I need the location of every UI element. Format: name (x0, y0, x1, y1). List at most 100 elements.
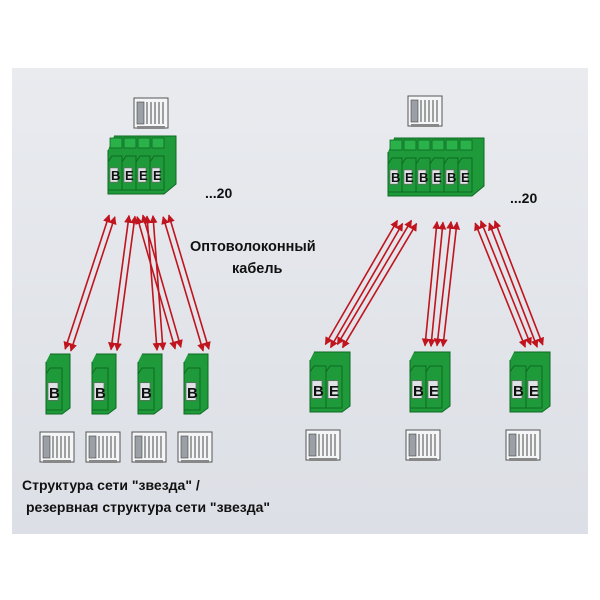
device-base (135, 460, 163, 463)
device-base (89, 460, 117, 463)
left-node-device-4 (177, 431, 213, 463)
module-letter: B (49, 385, 60, 402)
left-node-2-module: B (91, 367, 109, 411)
module-label-plate (417, 169, 427, 185)
left-fiber-link (149, 214, 167, 351)
left-node-1-module: B (45, 367, 63, 411)
module-label-plate (389, 169, 399, 185)
module-letter: E (529, 383, 539, 400)
module-label-plate (459, 169, 469, 185)
device-panel (408, 433, 417, 457)
hub-module: E (457, 157, 473, 193)
hub-module: B (415, 157, 431, 193)
module-label-plate (123, 167, 133, 183)
module-letter: B (413, 383, 424, 400)
hub-module: E (121, 155, 137, 191)
hub-module: E (429, 157, 445, 193)
hub-top-rib (445, 139, 459, 151)
hub-module: E (401, 157, 417, 193)
caption-line1: Структура сети "звезда" / (22, 477, 200, 493)
module-label-plate (139, 382, 151, 401)
device-panel (88, 435, 97, 459)
hub-top-rib (459, 139, 473, 151)
left-fiber-link (141, 214, 183, 348)
right-hub-count-label: ...20 (510, 190, 537, 206)
right-node-3-module: E (525, 365, 543, 409)
hub-top-rib (389, 139, 403, 151)
device-base (411, 124, 439, 127)
module-label-plate (311, 380, 323, 399)
module-letter: E (405, 170, 414, 185)
device-base (137, 126, 165, 129)
right-fiber-link (329, 222, 404, 349)
module-letter: B (313, 383, 324, 400)
left-node-3-module: B (137, 367, 155, 411)
devices-layer (39, 95, 541, 463)
device-base (409, 458, 437, 461)
hub-module: B (443, 157, 459, 193)
device-panel (508, 433, 517, 457)
module-letter: B (513, 383, 524, 400)
right-top-device (407, 95, 443, 127)
module-label-plate (185, 382, 197, 401)
module-letter: B (111, 168, 120, 183)
module-letter: B (447, 170, 456, 185)
device-panel (42, 435, 51, 459)
right-node-device-2 (405, 429, 441, 461)
device-panel (410, 99, 419, 123)
left-top-device (133, 97, 169, 129)
module-label-plate (403, 169, 413, 185)
hub-top-rib (137, 137, 151, 149)
module-label-plate (109, 167, 119, 183)
hub-module: B (387, 157, 403, 193)
module-letter: B (95, 385, 106, 402)
module-label-plate (527, 380, 539, 399)
device-base (43, 460, 71, 463)
right-node-2-module: B (409, 365, 427, 409)
hub-top-rib (431, 139, 445, 151)
hub-module: E (135, 155, 151, 191)
hub-top-rib (403, 139, 417, 151)
module-letter: E (329, 383, 339, 400)
right-fiber-link (439, 221, 461, 348)
module-label-plate (327, 380, 339, 399)
module-letter: E (125, 168, 134, 183)
right-node-1-module: E (325, 365, 343, 409)
device-panel (136, 101, 145, 125)
module-letter: E (429, 383, 439, 400)
left-fiber-link (63, 214, 111, 350)
left-node-device-2 (85, 431, 121, 463)
device-base (181, 460, 209, 463)
module-letter: B (419, 170, 428, 185)
module-letter: E (433, 170, 442, 185)
hub-top-rib (109, 137, 123, 149)
right-node-2-module: E (425, 365, 443, 409)
left-node-device-3 (131, 431, 167, 463)
right-fiber-link (474, 222, 527, 348)
module-letter: B (141, 385, 152, 402)
right-node-1-module: B (309, 365, 327, 409)
right-fiber-link (493, 220, 544, 346)
device-panel (308, 433, 317, 457)
hub-module: B (107, 155, 123, 191)
links-layer (63, 214, 544, 352)
module-label-plate (445, 169, 455, 185)
right-fiber-link (341, 222, 418, 349)
device-base (509, 458, 537, 461)
left-fiber-link (69, 216, 117, 352)
right-node-device-3 (505, 429, 541, 461)
device-panel (180, 435, 189, 459)
module-label-plate (137, 167, 147, 183)
fiber-cable-label-line1: Оптоволоконный (190, 239, 316, 255)
right-fiber-link (336, 219, 413, 346)
module-label-plate (93, 382, 105, 401)
right-node-3-module: B (509, 365, 527, 409)
hub-module: E (149, 155, 165, 191)
module-label-plate (427, 380, 439, 399)
module-letter: E (153, 168, 162, 183)
module-letter: B (391, 170, 400, 185)
right-fiber-link (421, 220, 441, 347)
module-label-plate (411, 380, 423, 399)
